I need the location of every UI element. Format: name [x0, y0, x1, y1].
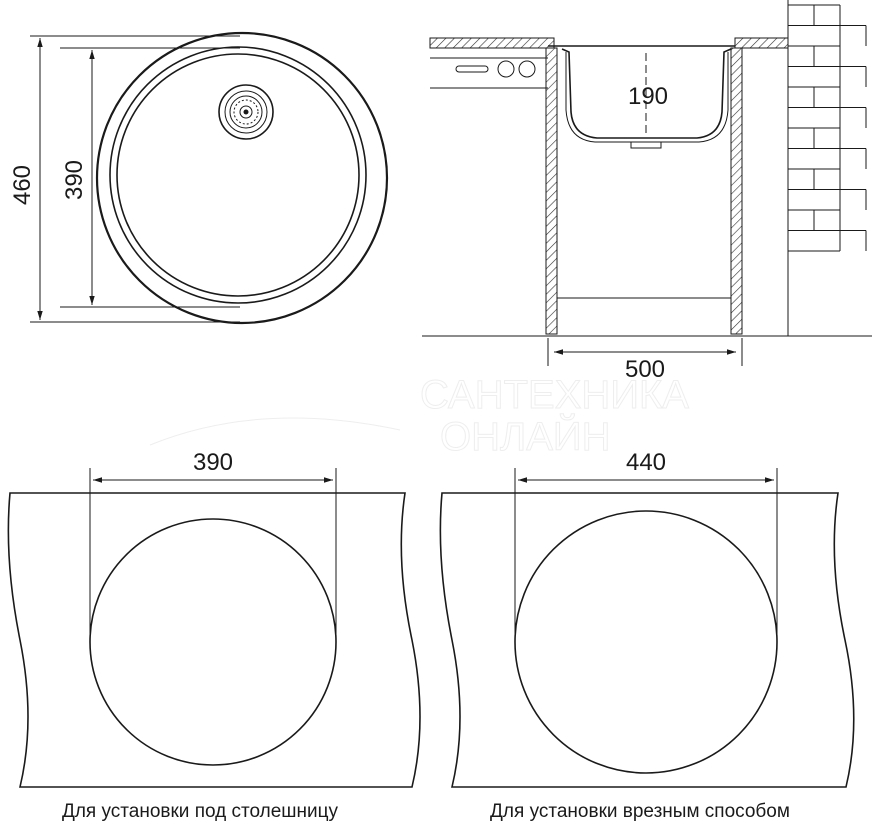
brick-wall [787, 0, 867, 336]
sink-outer-rim [95, 31, 389, 325]
sink-bowl-profile [548, 45, 735, 149]
countertop-outline [439, 492, 855, 788]
cutout-circle [514, 510, 778, 774]
undermount-cutout: 390 Для установки под столешницу [7, 449, 421, 822]
watermark-line1: САНТЕХНИКА [420, 373, 689, 417]
dim-label-outer: 460 [9, 165, 36, 205]
slot-icon [455, 65, 489, 73]
watermark-swoosh [149, 417, 401, 446]
side-view: 190 500 [422, 0, 872, 383]
watermark-line2: ОНЛАЙН [440, 413, 611, 459]
cabinet-wall-left [545, 47, 558, 335]
dim-label-depth: 190 [628, 83, 668, 110]
control-panel [455, 60, 536, 78]
dim-label-cabinet: 500 [625, 356, 665, 383]
cabinet-wall-right [730, 47, 743, 335]
countertop-outline [7, 492, 421, 788]
top-view: 460 390 [9, 31, 389, 325]
sink-bowl-edge-outer [109, 46, 367, 304]
knob-icon [497, 60, 515, 78]
dim-label-inner: 390 [61, 160, 88, 200]
drain-outlet [630, 141, 662, 149]
countertop-left [429, 37, 555, 49]
countertop-right [734, 37, 789, 49]
knob-icon [518, 60, 536, 78]
cutout-circle [89, 518, 337, 766]
caption-undermount: Для установки под столешницу [62, 801, 339, 822]
drain-icon [218, 84, 274, 140]
caption-inset: Для установки врезным способом [490, 801, 790, 822]
dim-label-cutout: 440 [626, 449, 666, 476]
inset-cutout: 440 Для установки врезным способом [439, 449, 855, 822]
sink-bowl-edge-inner [116, 53, 360, 297]
dim-label-cutout: 390 [193, 449, 233, 476]
watermark: САНТЕХНИКА ОНЛАЙН [149, 373, 690, 460]
